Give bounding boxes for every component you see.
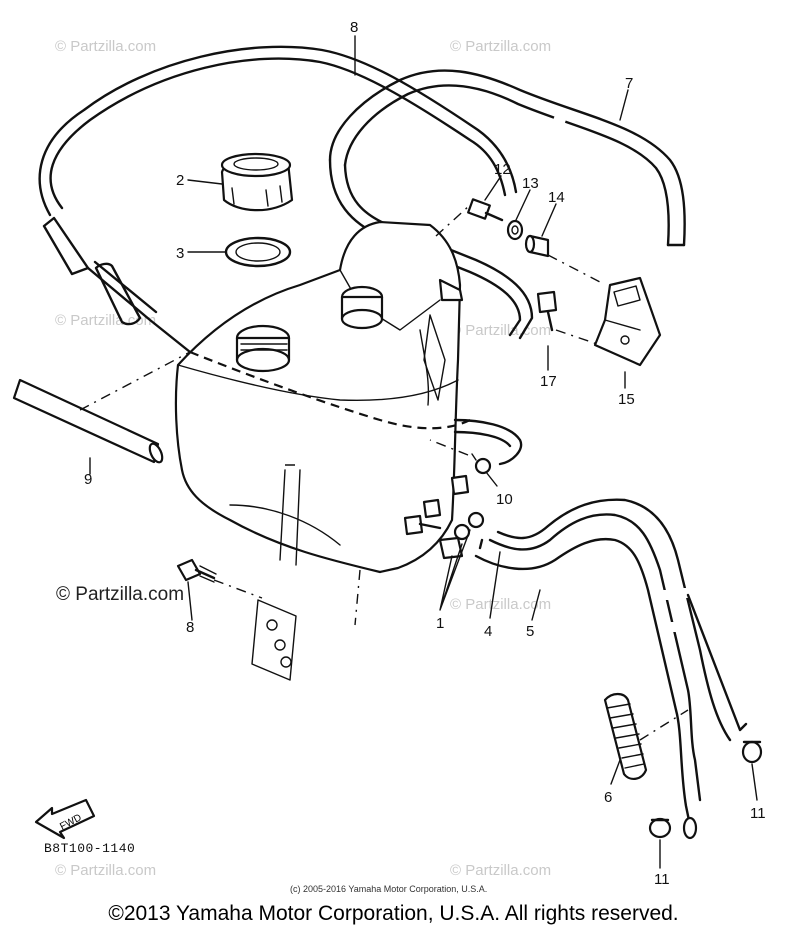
clip-10 [429,439,492,475]
collar-14 [524,234,550,258]
callout-11: 11 [750,805,766,822]
small-copyright: (c) 2005-2016 Yamaha Motor Corporation, … [290,884,488,894]
clamp-11 [648,740,763,839]
washer-13 [506,219,524,241]
hose-8 [38,45,518,354]
callout-2: 2 [176,172,184,189]
footer-copyright: ©2013 Yamaha Motor Corporation, U.S.A. A… [108,902,679,925]
callout-9: 9 [84,471,92,488]
oil-tank [174,220,523,626]
fwd-arrow-icon: FWD [34,798,96,840]
bolt-17 [536,290,601,346]
callout-8-lower: 8 [186,619,194,636]
callout-12: 12 [494,161,511,178]
callout-13: 13 [522,175,539,192]
gasket-3 [224,236,292,268]
leader-lines [89,35,758,869]
callout-1: 1 [436,615,444,632]
bolts-1 [403,474,485,560]
callout-8: 8 [350,19,358,36]
filler-cap-2 [220,152,294,212]
bolt-8-lower [176,558,297,681]
bolt-12 [467,198,504,222]
callout-5: 5 [526,623,534,640]
hose-4-5 [474,498,748,840]
callout-17: 17 [540,373,557,390]
callout-14: 14 [548,189,565,206]
callout-6: 6 [604,789,612,806]
callout-11: 11 [654,871,670,888]
watermark: © Partzilla.com [55,862,157,879]
callout-10: 10 [496,491,513,508]
diagram-code: B8T100-1140 [44,841,136,856]
callout-15: 15 [618,391,635,408]
watermark: © Partzilla.com [450,596,552,613]
spring-guard-6 [603,692,689,780]
callout-4: 4 [484,623,492,640]
hose-9 [12,351,191,464]
partzilla-watermark: © Partzilla.com [56,584,185,605]
watermark: © Partzilla.com [450,38,552,55]
watermark: © Partzilla.com [55,38,157,55]
watermark: © Partzilla.com [450,862,552,879]
bracket-15 [593,276,662,367]
callout-7: 7 [625,75,633,92]
callout-3: 3 [176,245,184,262]
